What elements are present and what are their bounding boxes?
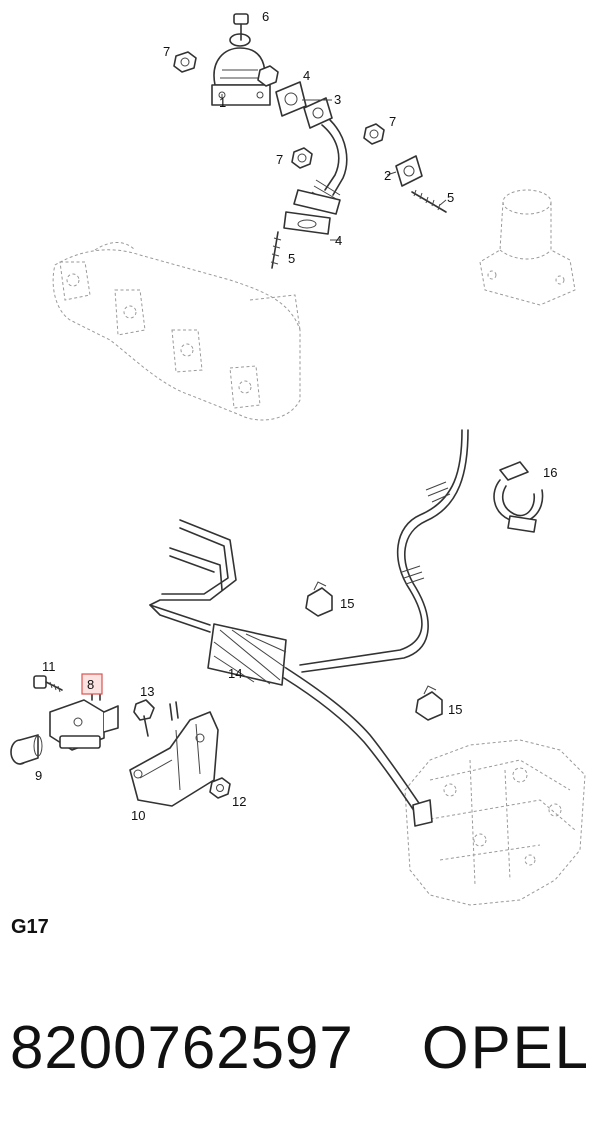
bolt-part-11: [33, 675, 63, 693]
part-number: 8200762597: [10, 1014, 354, 1081]
exhaust-manifold-ghost: [52, 242, 301, 421]
callout-13: 13: [140, 684, 154, 699]
nut-parts-7: [173, 51, 385, 169]
callout-9: 9: [35, 768, 42, 783]
callout-8: 8: [87, 677, 94, 692]
egr-pipe-part-3: [293, 97, 348, 215]
screw-part-6: [233, 13, 249, 41]
callout-14: 14: [228, 666, 242, 681]
callout-4: 4: [335, 233, 342, 248]
callout-labels: 1 2 3 4 4 5 5 6 7 7 7 8 9 10 11 12 13 14…: [35, 9, 557, 823]
stud-parts-5: [270, 189, 447, 269]
callout-15: 15: [340, 596, 354, 611]
bracket-part-10: [129, 701, 219, 807]
callout-6: 6: [262, 9, 269, 24]
vacuum-hose-part-14: [149, 429, 469, 827]
callout-5: 5: [288, 251, 295, 266]
callout-5: 5: [447, 190, 454, 205]
callout-10: 10: [131, 808, 145, 823]
sleeve-part-9: [10, 734, 43, 765]
callout-7: 7: [276, 152, 283, 167]
footer: 8200762597 OPEL: [10, 1012, 590, 1092]
solenoid-valve-part-8: [49, 687, 119, 751]
brand-name: OPEL: [421, 1014, 590, 1081]
callout-15: 15: [448, 702, 462, 717]
section-code: G17: [11, 916, 49, 938]
intake-elbow-ghost: [479, 189, 576, 306]
callout-16: 16: [543, 465, 557, 480]
clip-parts-15: [305, 581, 443, 721]
callout-1: 1: [219, 95, 226, 110]
callout-8-highlight: [81, 673, 103, 695]
callout-3: 3: [334, 92, 341, 107]
callout-2: 2: [384, 168, 391, 183]
gasket-part-2: [395, 155, 423, 187]
engine-block-ghost: [404, 739, 586, 906]
gasket-parts-4: [275, 81, 331, 235]
callout-7: 7: [389, 114, 396, 129]
callout-11: 11: [42, 659, 56, 674]
bolt-part-13: [133, 699, 155, 737]
callout-12: 12: [232, 794, 246, 809]
leader-lines: [221, 94, 447, 241]
callout-7: 7: [163, 44, 170, 59]
egr-valve-part: [211, 33, 271, 106]
callout-4: 4: [303, 68, 310, 83]
clamp-part-16: [493, 461, 544, 533]
nut-part-12: [209, 777, 231, 799]
exploded-parts-diagram: 1 2 3 4 4 5 5 6 7 7 7 8 9 10 11 12 13 14…: [10, 9, 586, 906]
